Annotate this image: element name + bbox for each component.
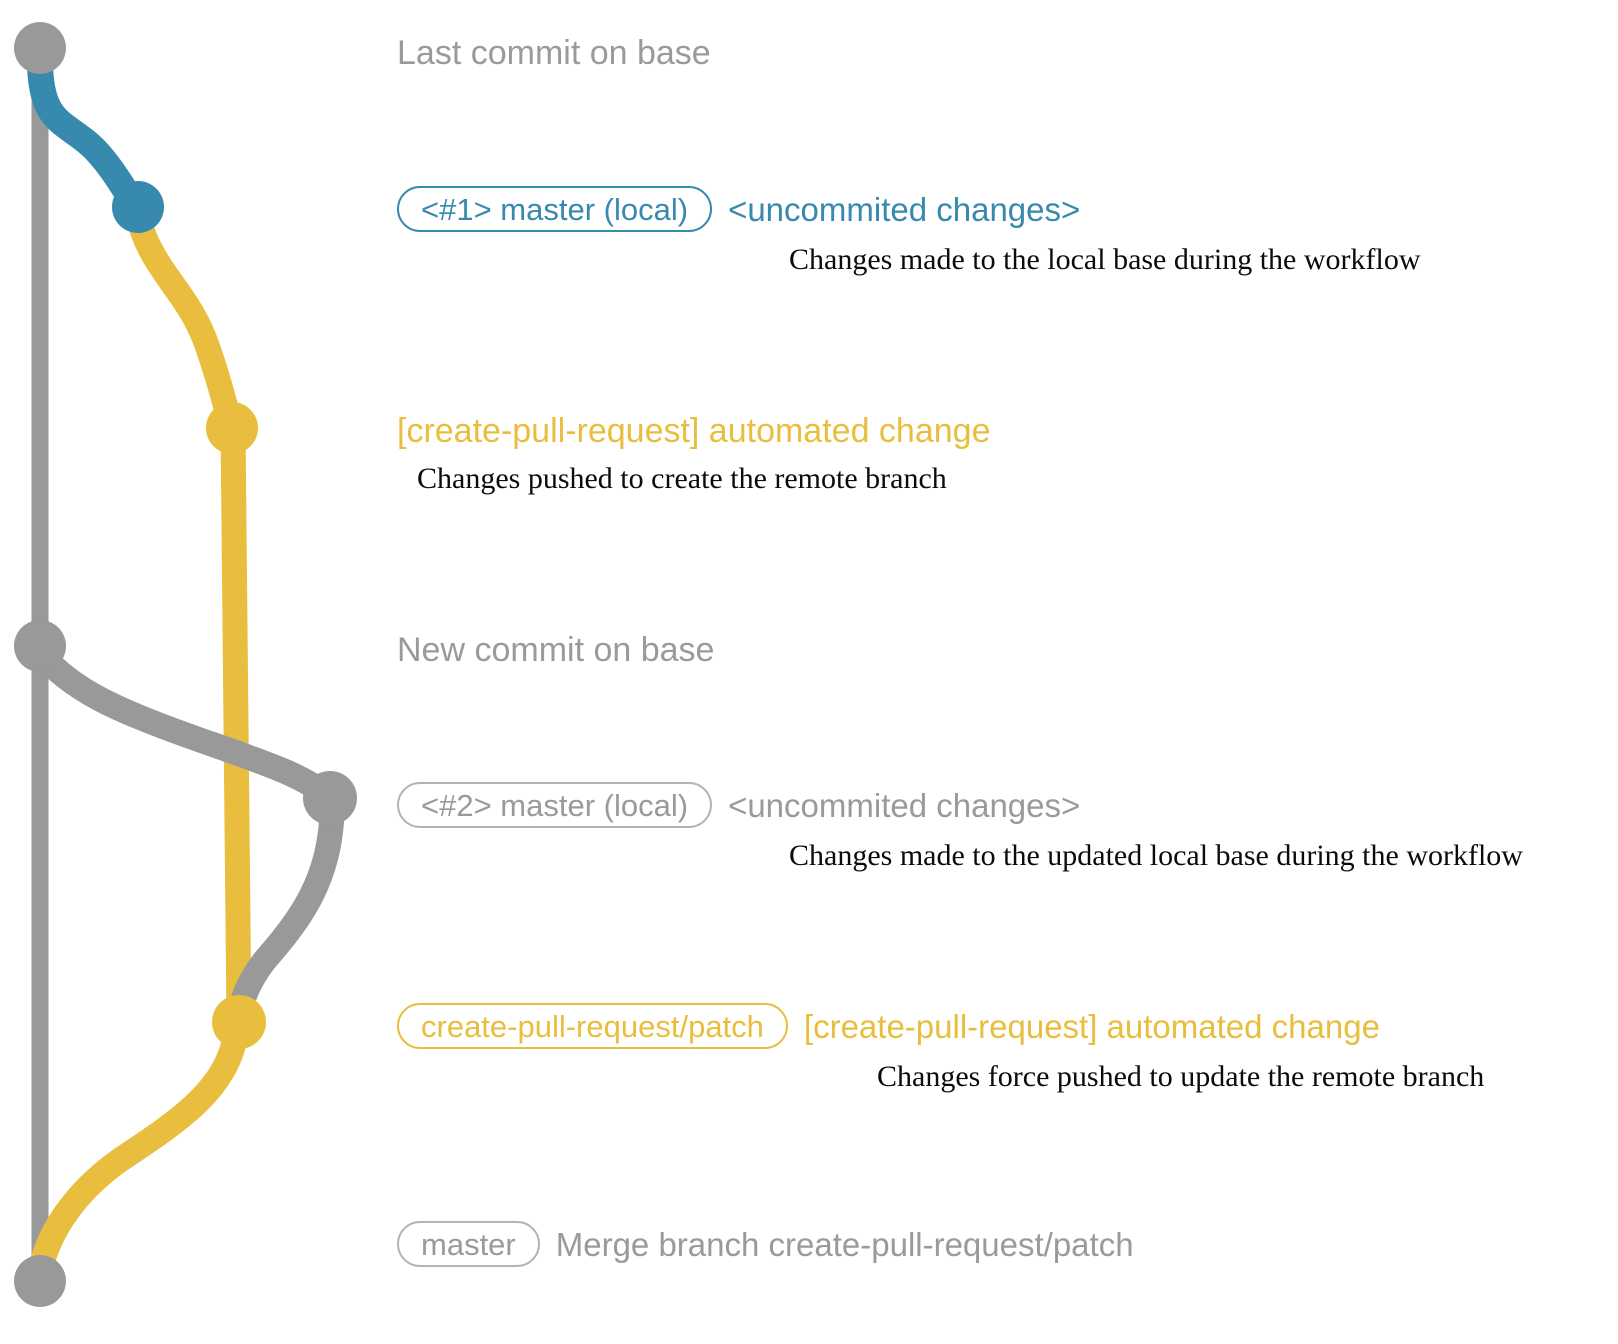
commit-node-merge-commit[interactable] — [14, 1255, 66, 1307]
commit-node-remote-commit-2[interactable] — [212, 995, 266, 1049]
annotation-local-master-2: <#2> master (local) <uncommited changes> — [397, 782, 1080, 828]
description-create-pull-request-patch: Changes force pushed to update the remot… — [877, 1060, 1485, 1093]
annotation-merge-commit: master Merge branch create-pull-request/… — [397, 1221, 1134, 1267]
annotation-create-pull-request-patch: create-pull-request/patch [create-pull-r… — [397, 1003, 1380, 1049]
branch-badge-local-master-1[interactable]: <#1> master (local) — [397, 186, 713, 232]
headline-last-commit-on-base: Last commit on base — [397, 34, 711, 72]
commit-title-create-pull-request-patch: [create-pull-request] automated change — [803, 1007, 1380, 1045]
local-branch-line-2 — [27, 639, 343, 811]
branch-badge-create-pull-request-patch[interactable]: create-pull-request/patch — [397, 1003, 788, 1049]
commit-title-local-master-2: <uncommited changes> — [728, 786, 1081, 824]
merge-line — [27, 1021, 249, 1285]
commit-node-last-commit-on-base[interactable] — [14, 22, 66, 74]
branch-badge-local-master-2[interactable]: <#2> master (local) — [397, 782, 713, 828]
commit-title-merge-commit: Merge branch create-pull-request/patch — [555, 1225, 1134, 1263]
annotation-automated-change-1: [create-pull-request] automated change — [397, 411, 990, 451]
headline-new-commit-on-base: New commit on base — [397, 631, 715, 669]
annotation-local-master-1: <#1> master (local) <uncommited changes> — [397, 186, 1080, 232]
description-automated-change-1: Changes pushed to create the remote bran… — [417, 462, 947, 495]
commit-title-local-master-1: <uncommited changes> — [728, 190, 1081, 228]
annotation-last-commit-on-base: Last commit on base — [397, 33, 711, 73]
commit-node-remote-commit-1[interactable] — [206, 402, 258, 454]
branch-badge-master[interactable]: master — [397, 1221, 540, 1267]
headline-automated-change-1: [create-pull-request] automated change — [397, 412, 991, 450]
annotation-new-commit-on-base: New commit on base — [397, 630, 714, 670]
description-local-master-1: Changes made to the local base during th… — [789, 243, 1421, 276]
commit-node-new-commit-on-base[interactable] — [14, 620, 66, 672]
commit-node-local-commit-2[interactable] — [303, 771, 357, 825]
remote-branch-trunk — [220, 415, 252, 1035]
description-local-master-2: Changes made to the updated local base d… — [789, 839, 1523, 872]
commit-node-local-commit-1[interactable] — [112, 181, 164, 233]
remote-branch-line-1 — [125, 203, 245, 441]
